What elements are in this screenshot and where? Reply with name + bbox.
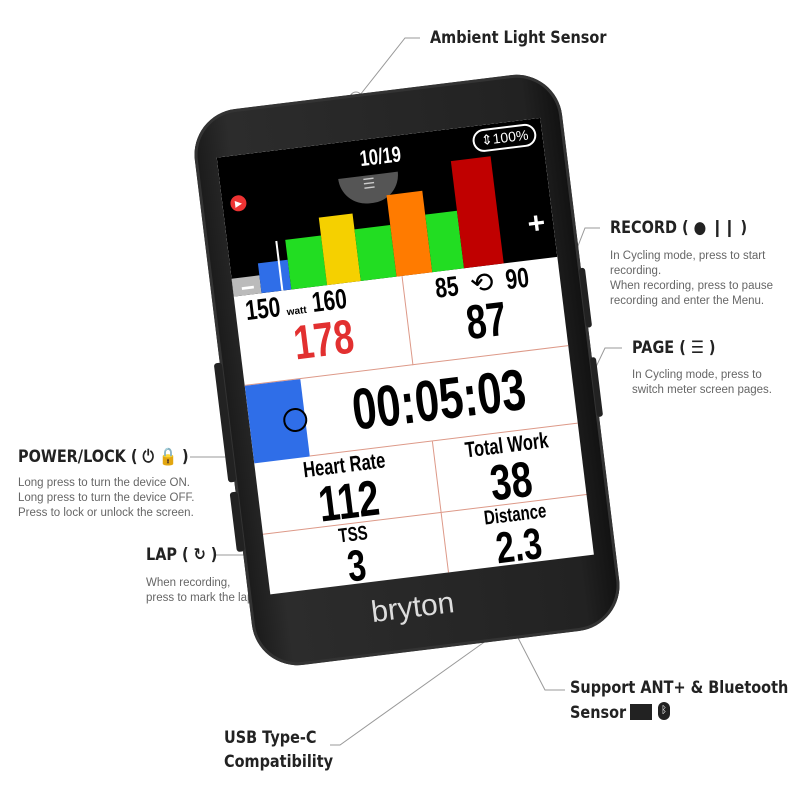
- record-status-icon: ▶: [229, 194, 248, 213]
- power-value: 178: [291, 310, 358, 371]
- zone-bar: [354, 224, 397, 281]
- usb-label: USB Type-C: [224, 728, 317, 748]
- desc-line: recording.: [610, 265, 662, 277]
- zone-bar: [257, 259, 292, 294]
- ant-plus-icon: [630, 704, 652, 720]
- desc-line: When recording, press to pause: [610, 280, 774, 292]
- heart-rate-value: 112: [315, 469, 383, 533]
- power-low: 150: [243, 291, 283, 327]
- total-work-value: 38: [487, 450, 536, 512]
- page-description: In Cycling mode, press to switch meter s…: [632, 368, 772, 398]
- cadence-high: 90: [503, 261, 531, 296]
- desc-line: In Cycling mode, press to start: [610, 250, 766, 262]
- zone-bar: [285, 235, 328, 290]
- record-label: RECORD ( ● ❙❙ ): [610, 218, 748, 238]
- distance-value: 2.3: [493, 519, 546, 574]
- page-label: PAGE ( ☰ ): [632, 338, 716, 358]
- desc-line: Long press to turn the device OFF.: [18, 492, 195, 504]
- battery-text: 100%: [491, 126, 530, 147]
- cadence-low: 85: [433, 270, 461, 304]
- tss-value: 3: [344, 540, 370, 592]
- desc-line: When recording,: [146, 577, 231, 589]
- power-lock-label: POWER/LOCK ( ⏻ 🔒 ): [18, 447, 189, 467]
- bryton-logo: bryton: [369, 586, 456, 630]
- sensor-label: Support ANT+ & Bluetooth: [570, 678, 789, 698]
- lap-label: LAP ( ↻ ): [146, 545, 218, 565]
- bluetooth-icon: ᛒ: [658, 702, 670, 720]
- zone-bar: [318, 213, 361, 286]
- record-description: In Cycling mode, press to start recordin…: [610, 249, 773, 309]
- usb-label-line2: Compatibility: [224, 752, 334, 772]
- desc-line: press to mark the lap.: [146, 592, 257, 604]
- desc-line: Long press to turn the device ON.: [18, 477, 190, 489]
- plus-icon[interactable]: +: [525, 206, 548, 242]
- lap-description: When recording, press to mark the lap.: [146, 576, 257, 606]
- page-text: 10/19: [358, 141, 403, 172]
- ambient-light-sensor-label: Ambient Light Sensor: [430, 28, 607, 48]
- desc-line: Press to lock or unlock the screen.: [18, 507, 194, 519]
- sensor-label-line2: Sensor: [570, 703, 627, 723]
- desc-line: In Cycling mode, press to: [632, 369, 762, 381]
- desc-line: switch meter screen pages.: [632, 384, 772, 396]
- power-lock-description: Long press to turn the device ON. Long p…: [18, 476, 194, 521]
- cadence-value: 87: [463, 292, 510, 351]
- desc-line: recording and enter the Menu.: [610, 295, 765, 307]
- brand-text: bryton: [369, 586, 457, 630]
